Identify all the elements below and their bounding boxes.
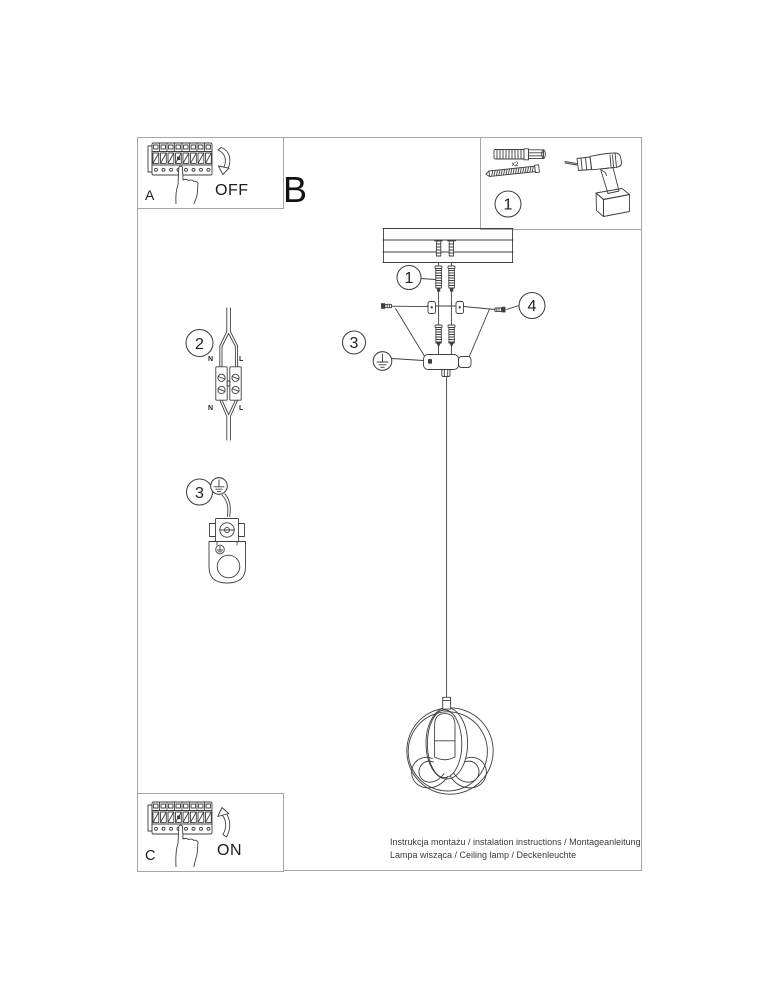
wall-anchor-icon	[493, 148, 546, 161]
callout-3-left-number: 3	[195, 485, 204, 502]
breaker-off-illustration	[147, 142, 231, 205]
ground-terminal	[208, 518, 246, 584]
pointing-hand-icon	[175, 824, 199, 868]
arrow-down-icon	[217, 147, 231, 175]
mounting-screws	[434, 265, 456, 292]
section-b-label: B	[283, 169, 308, 210]
wire-label-n-bottom: N	[208, 405, 213, 412]
wire-label-l-top: L	[239, 356, 244, 363]
callout-2-number: 2	[195, 336, 204, 353]
drill-icon	[564, 152, 630, 217]
grounding-step: 3	[185, 477, 246, 584]
callout-1-parts-number: 1	[504, 197, 513, 214]
callout-1: 1	[396, 264, 436, 291]
mounting-bracket	[426, 301, 464, 314]
page-border	[137, 137, 642, 871]
callout-1-parts: 1	[494, 190, 522, 218]
lampshade	[406, 696, 494, 795]
parts-tools-box: x2 1	[480, 137, 642, 230]
supply-cable-top	[219, 307, 239, 368]
footer-line-2: Lampa wisząca / Ceiling lamp / Deckenleu…	[390, 850, 577, 860]
lamp-cable-bottom	[219, 399, 239, 441]
ground-symbol-icon	[372, 351, 424, 371]
footer-text: Instrukcja montażu / instalation instruc…	[390, 836, 641, 862]
step-c-power-on-box: C ON	[137, 793, 284, 872]
parts-illustration: x2 1	[485, 148, 630, 218]
anchor-qty-label: x2	[512, 161, 519, 168]
breaker-on-illustration	[147, 801, 231, 868]
footer-line-1: Instrukcja montażu / instalation instruc…	[390, 837, 641, 847]
ground-wire	[221, 493, 231, 517]
screw-icon	[485, 164, 540, 177]
callout-3-number: 3	[350, 335, 359, 352]
step-c-label: C	[145, 848, 156, 864]
arrow-up-icon	[217, 807, 231, 838]
ground-symbol-icon	[210, 477, 228, 495]
ceiling-illustration	[382, 228, 514, 263]
callout-3: 3	[341, 330, 367, 355]
side-screw-left	[381, 303, 429, 309]
callout-1-number: 1	[405, 270, 414, 287]
canopy-screws	[434, 324, 456, 348]
wiring-step: 2 N L N	[185, 307, 244, 441]
wire-label-l-bottom: L	[239, 405, 244, 412]
off-label: OFF	[215, 182, 249, 199]
step-a-power-off-box: A OFF	[137, 137, 284, 209]
pointing-hand-icon	[175, 165, 199, 205]
projection-lines	[395, 308, 490, 358]
wire-label-n-top: N	[208, 356, 213, 363]
lampshade-petals	[411, 756, 487, 789]
callout-4: 4	[506, 291, 546, 320]
canopy	[423, 354, 472, 377]
step-a-label: A	[145, 187, 155, 203]
callout-4-number: 4	[528, 298, 537, 315]
side-screw-right	[463, 306, 506, 313]
terminal-block	[215, 366, 242, 401]
on-label: ON	[217, 842, 242, 859]
wall-anchors-in-ceiling	[434, 240, 456, 257]
